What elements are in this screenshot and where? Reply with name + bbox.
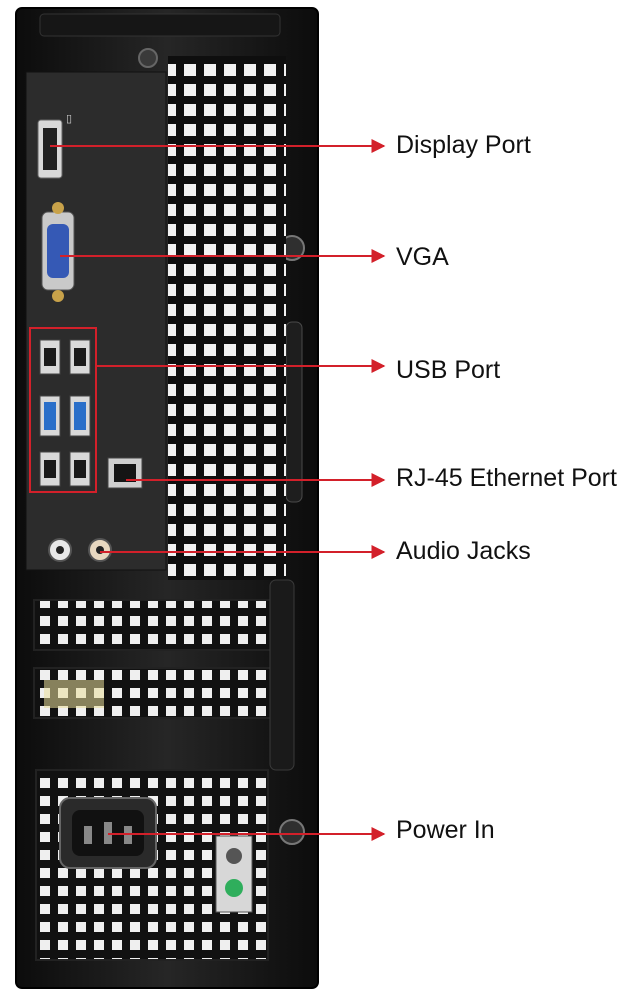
slot-bracket bbox=[269, 579, 295, 771]
psu-led bbox=[225, 879, 243, 897]
label-usb-port: USB Port bbox=[396, 356, 501, 384]
label-vga: VGA bbox=[396, 243, 449, 271]
svg-text:▯: ▯ bbox=[66, 113, 72, 125]
psu-test-panel bbox=[215, 835, 253, 913]
label-audio-jacks: Audio Jacks bbox=[396, 537, 531, 565]
case-screw bbox=[138, 48, 158, 68]
side-latch bbox=[285, 321, 303, 503]
label-power-in: Power In bbox=[396, 816, 495, 844]
vent-grid-upper bbox=[168, 56, 286, 580]
label-display-port: Display Port bbox=[396, 131, 531, 159]
case-screw bbox=[279, 819, 305, 845]
expansion-slot bbox=[33, 599, 275, 651]
usb-highlight-box bbox=[29, 327, 97, 493]
label-rj45-ethernet-port: RJ-45 Ethernet Port bbox=[396, 464, 617, 492]
top-handle bbox=[39, 13, 281, 37]
